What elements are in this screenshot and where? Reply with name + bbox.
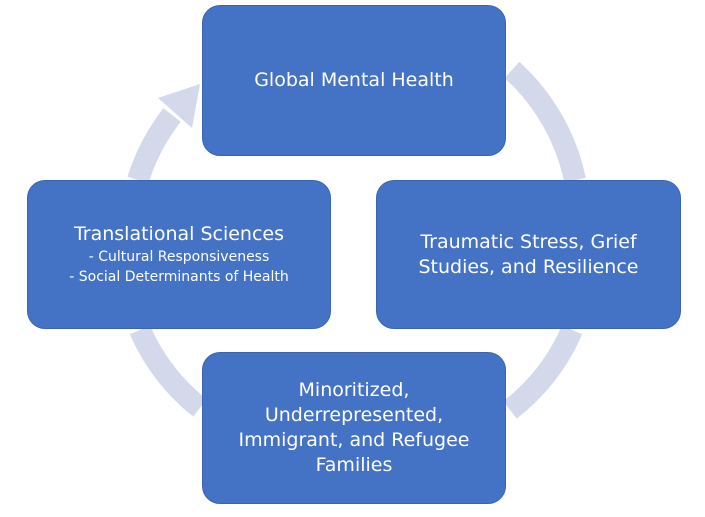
node-left-subline-1: - Social Determinants of Health [69,269,289,285]
ring-arc-bottom-left [129,325,208,417]
node-right-line-1: Studies, and Resilience [418,255,639,278]
node-top-line-0: Global Mental Health [254,69,454,91]
node-bottom-line-1: Underrepresented, [264,404,444,426]
ring-arc-left-top [127,108,181,184]
node-bottom-line-2: Immigrant, and Refugee [238,429,470,451]
node-minoritized-families: Minoritized, Underrepresented, Immigrant, … [202,352,506,504]
node-bottom-line-0: Minoritized, [298,379,410,401]
node-right-line-0: Traumatic Stress, Grief [420,230,637,253]
node-bottom-line-3: Families [315,454,393,476]
node-global-mental-health: Global Mental Health [202,5,506,156]
ring-arc-right-bottom [503,325,583,419]
node-translational-sciences: Translational Sciences - Cultural Respons… [27,180,331,329]
node-left-line-0: Translational Sciences [73,223,285,245]
node-left-subline-0: - Cultural Responsiveness [88,249,270,265]
ring-arc-top-right [504,61,586,183]
ring-arrowhead [158,84,200,128]
